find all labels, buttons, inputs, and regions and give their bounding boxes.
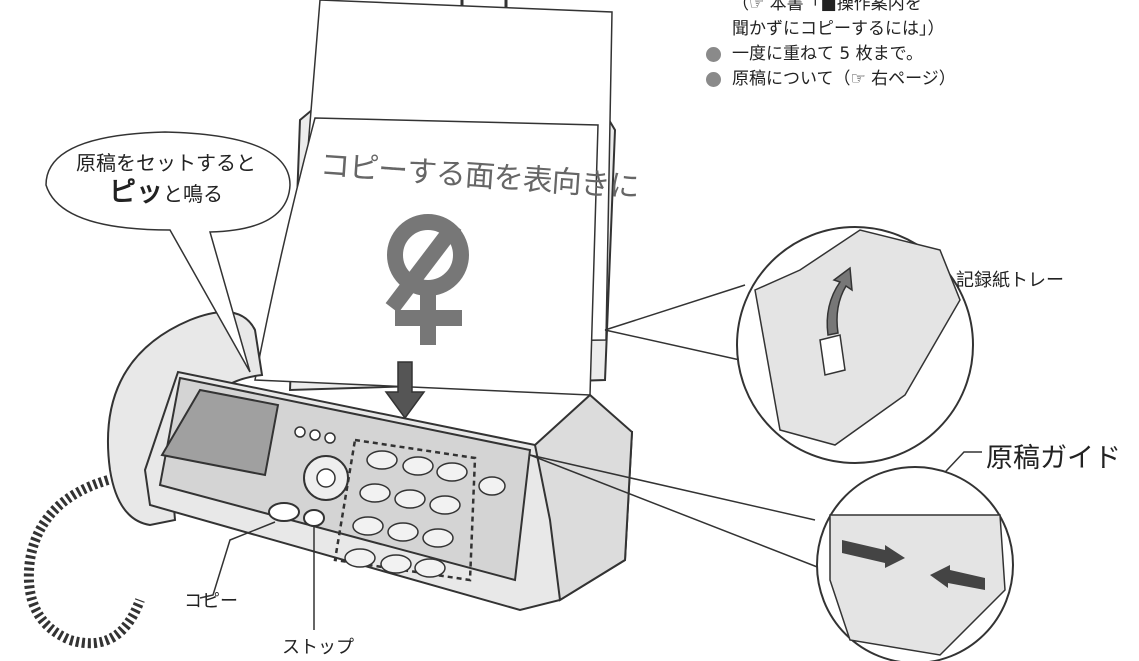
fax-side: [533, 393, 634, 602]
bullet-icon: [706, 47, 721, 62]
notes-block: （☞ 本書「■操作案内を 聞かずにコピーするには」） 一度に重ねて 5 枚まで。…: [706, 0, 956, 92]
keypad-area: [333, 438, 477, 582]
note-line-2: 一度に重ねて 5 枚まで。: [732, 44, 923, 64]
bubble-beep: ピッ: [109, 177, 163, 208]
sample-symbol: [385, 214, 469, 345]
callout-guide: 原稿ガイド: [986, 443, 1121, 474]
bubble-line-2: ピッと鳴る: [46, 178, 286, 209]
stop-button[interactable]: [303, 509, 325, 527]
callout-tray: 記録紙トレー: [956, 270, 1064, 291]
callout-copy: コピー: [184, 591, 238, 612]
bubble-line-1: 原稿をセットすると: [76, 151, 256, 175]
function-buttons[interactable]: [294, 426, 336, 444]
tray-zoom-detail: [754, 229, 961, 446]
speech-bubble: [45, 131, 291, 373]
bubble-tail-text: と鳴る: [163, 182, 223, 206]
guide-arrow-left-icon: [930, 565, 985, 590]
keypad[interactable]: [344, 450, 468, 578]
bullet-icon: [706, 72, 721, 87]
note-line-1: 聞かずにコピーするには」）: [732, 19, 945, 39]
side-key[interactable]: [478, 476, 506, 496]
lcd-screen: [160, 388, 280, 477]
note-line-0: （☞ 本書「■操作案内を: [732, 0, 922, 14]
bubble-text: 原稿をセットすると ピッと鳴る: [46, 148, 286, 209]
note-item-2: 原稿について（☞ 右ページ）: [706, 67, 956, 92]
guide-arrow-right-icon: [842, 540, 905, 568]
tray-lever: [819, 334, 846, 376]
insert-arrow-icon: [384, 361, 426, 420]
copy-button[interactable]: [268, 502, 300, 522]
dpad-center[interactable]: [316, 468, 336, 488]
callout-stop: ストップ: [282, 637, 354, 658]
tray-arrow-icon: [826, 266, 853, 336]
note-item-1: 一度に重ねて 5 枚まで。: [706, 42, 956, 67]
note-line-3: 原稿について（☞ 右ページ）: [732, 69, 956, 89]
handset-cord: [23, 475, 145, 649]
